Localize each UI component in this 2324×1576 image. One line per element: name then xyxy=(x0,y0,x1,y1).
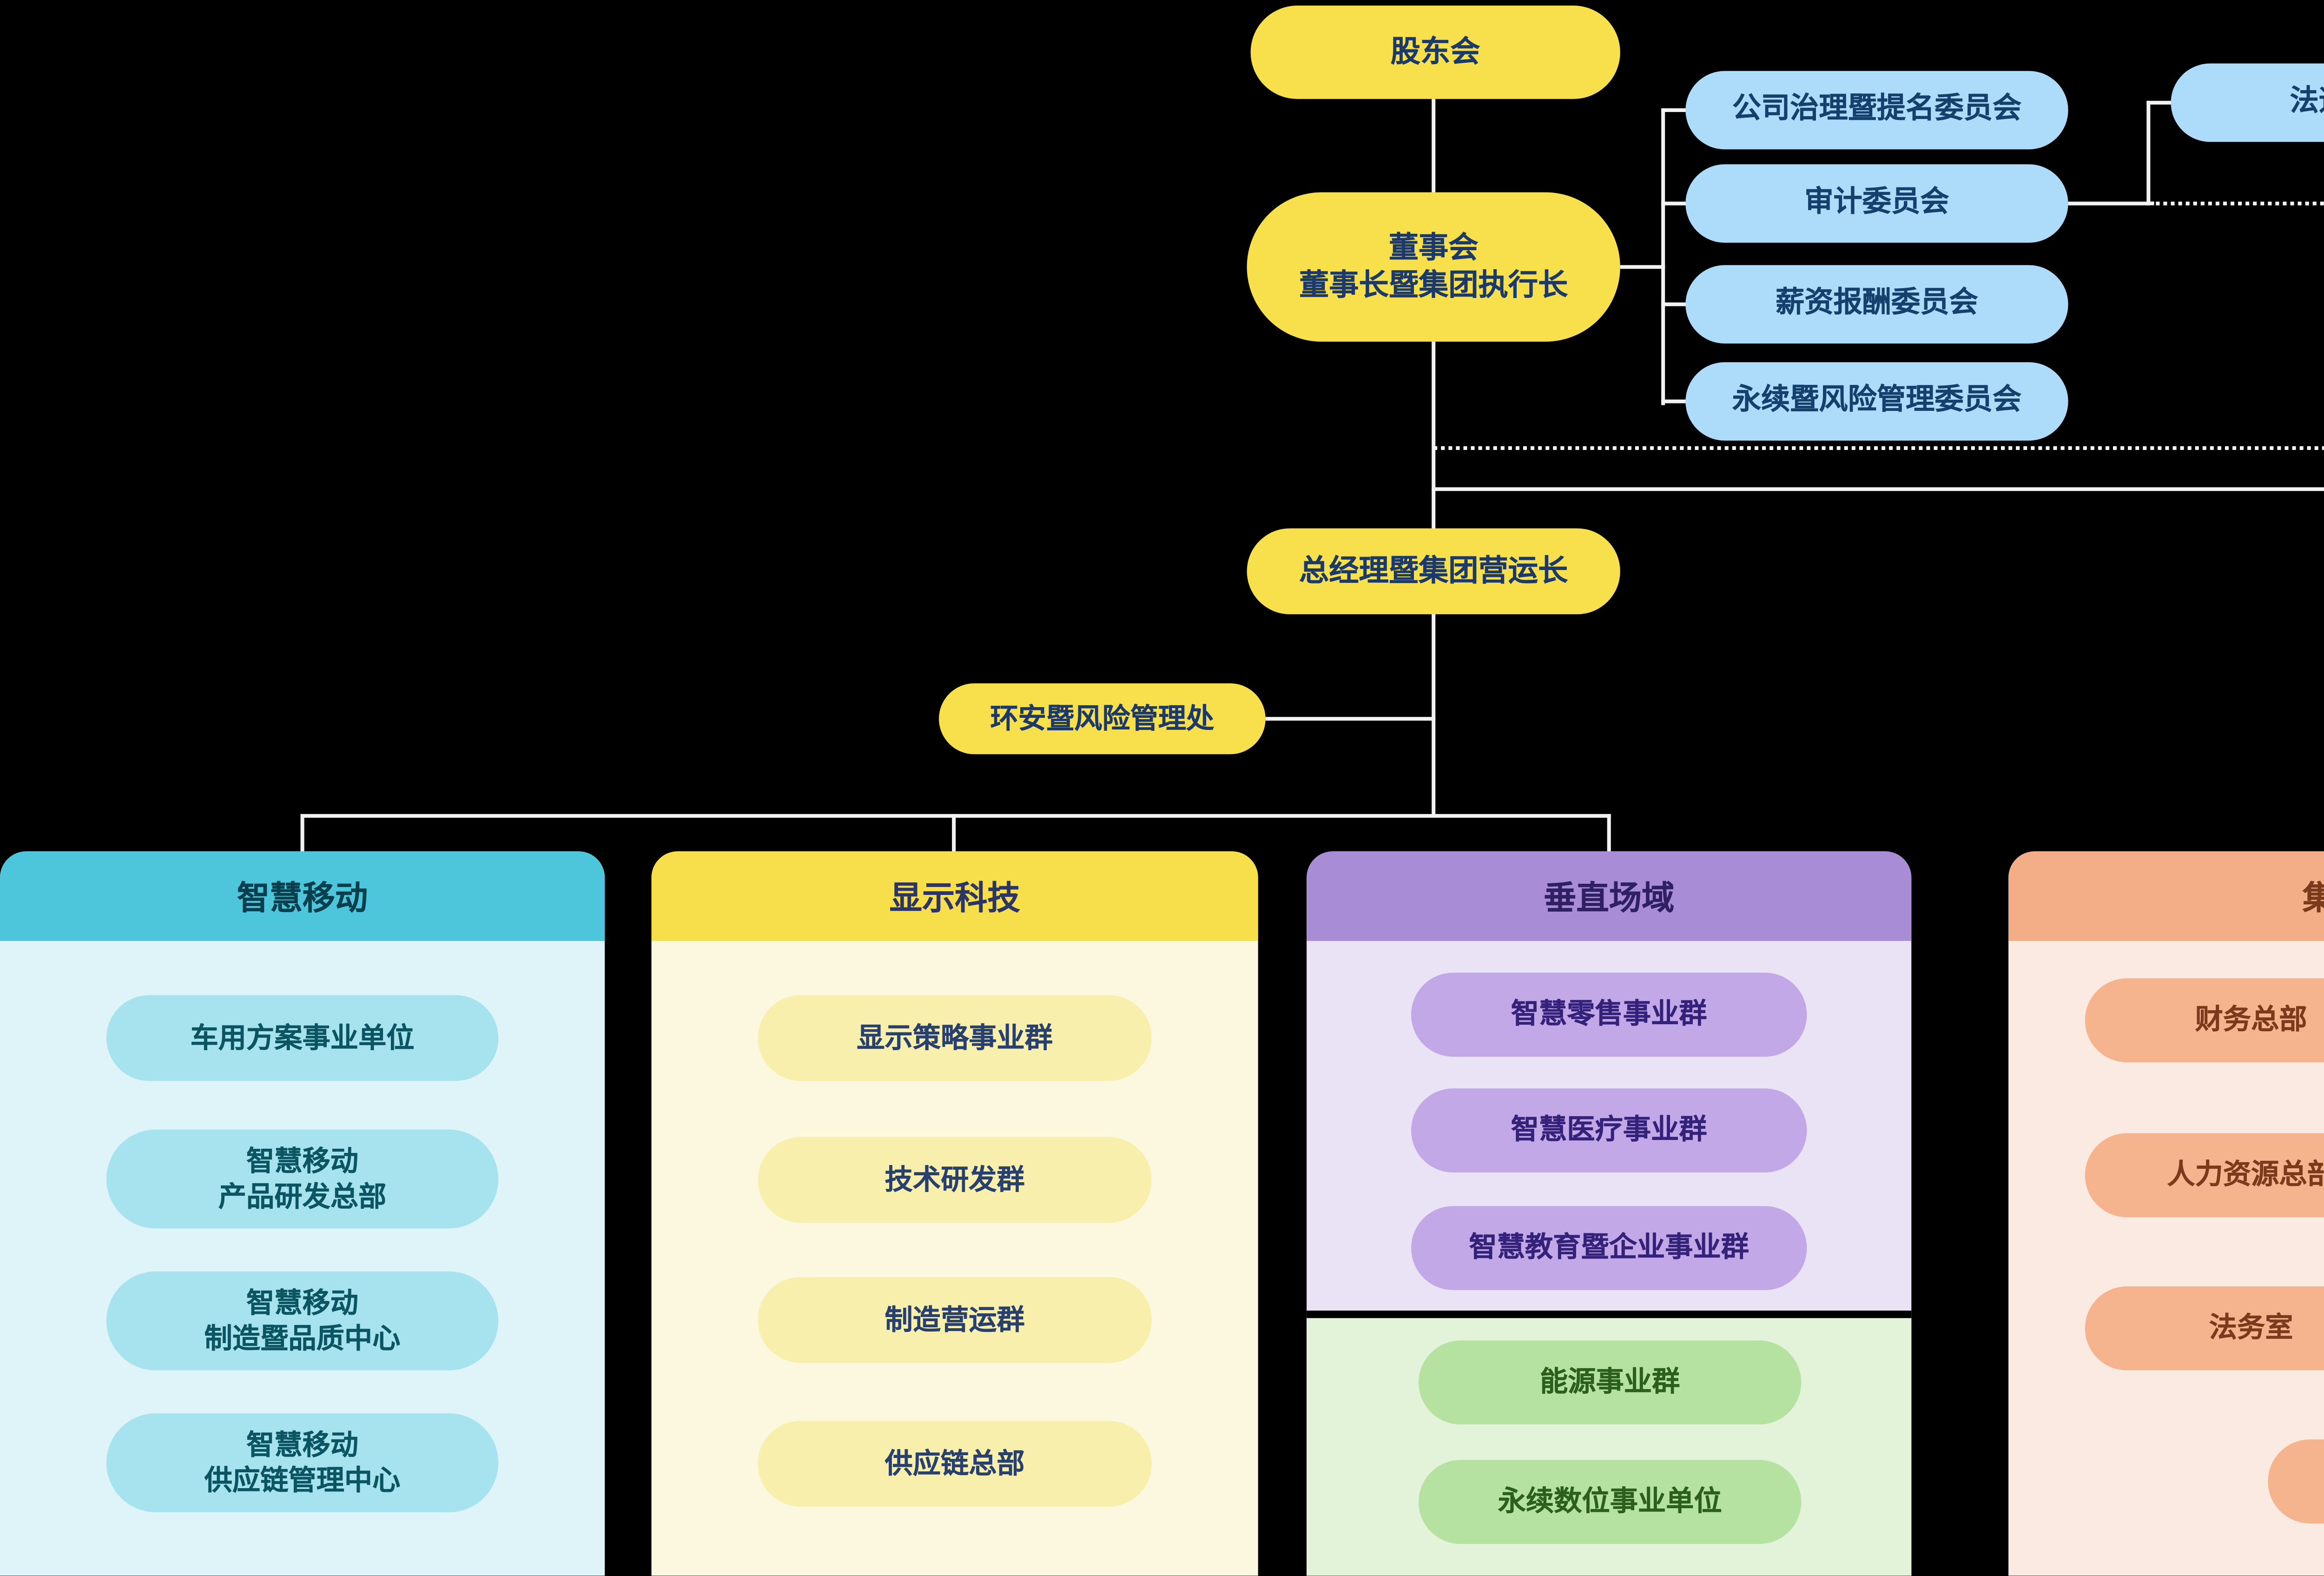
unit-automotive-solutions: 车用方案事业单位 xyxy=(106,995,499,1081)
node-chief-compliance: 法遵总顾问 xyxy=(2171,63,2324,142)
unit-smart-education-enterprise-group: 智慧教育暨企业事业群 xyxy=(1411,1206,1807,1290)
node-board: 董事会 董事长暨集团执行长 xyxy=(1247,192,1620,342)
node-committee-governance: 公司治理暨提名委员会 xyxy=(1685,71,2068,150)
unit-finance-hq: 财务总部 xyxy=(2085,978,2324,1063)
node-committee-compensation: 薪资报酬委员会 xyxy=(1685,265,2068,344)
column-vertical-domain-header: 垂直场域 xyxy=(1307,851,1912,941)
column-smart-mobility: 智慧移动 车用方案事业单位 智慧移动 产品研发总部 智慧移动 制造暨品质中心 智… xyxy=(0,851,605,1576)
node-president: 总经理暨集团营运长 xyxy=(1247,528,1620,615)
connector-line xyxy=(1661,302,1688,307)
connector-line xyxy=(952,814,956,855)
unit-mobility-supply-chain-center: 智慧移动 供应链管理中心 xyxy=(106,1413,499,1512)
unit-hr-hq: 人力资源总部 xyxy=(2085,1133,2324,1218)
connector-line-dotted xyxy=(1433,446,2324,450)
unit-supply-chain-hq: 供应链总部 xyxy=(758,1421,1152,1507)
connector-line xyxy=(1661,201,1688,206)
node-shareholders: 股东会 xyxy=(1250,6,1620,99)
unit-energy-group: 能源事业群 xyxy=(1419,1340,1802,1425)
column-vertical-domain: 垂直场域 智慧零售事业群 智慧医疗事业群 智慧教育暨企业事业群 能源事业群 永续… xyxy=(1307,851,1912,1576)
node-committee-sustainability: 永续暨风险管理委员会 xyxy=(1685,362,2068,441)
column-display-tech-header: 显示科技 xyxy=(651,851,1258,941)
connector-line xyxy=(1432,487,2324,491)
unit-mobility-rnd-hq: 智慧移动 产品研发总部 xyxy=(106,1129,499,1229)
unit-sustainable-digital-unit: 永续数位事业单位 xyxy=(1419,1460,1802,1544)
connector-line xyxy=(1620,265,1665,270)
unit-mfg-operations-group: 制造营运群 xyxy=(758,1277,1152,1363)
unit-legal-office: 法务室 xyxy=(2085,1286,2324,1371)
connector-line xyxy=(300,814,305,855)
node-ehs-risk: 环安暨风险管理处 xyxy=(938,683,1266,755)
node-committee-audit: 审计委员会 xyxy=(1685,164,2068,243)
connector-line xyxy=(1661,108,1665,405)
connector-line xyxy=(1265,717,1436,721)
unit-display-strategy-group: 显示策略事业群 xyxy=(758,995,1152,1081)
unit-mobility-mfg-quality-center: 智慧移动 制造暨品质中心 xyxy=(106,1271,499,1371)
connector-line xyxy=(1607,814,1611,855)
column-display-tech: 显示科技 显示策略事业群 技术研发群 制造营运群 供应链总部 xyxy=(651,851,1258,1576)
connector-line xyxy=(2146,100,2173,105)
connector-line xyxy=(2146,100,2151,205)
unit-smart-retail-group: 智慧零售事业群 xyxy=(1411,973,1807,1057)
connector-line xyxy=(1432,99,1436,192)
connector-line xyxy=(1661,108,1688,113)
connector-line-dotted xyxy=(2150,201,2324,205)
column-group-support: 集团营运支援单位 财务总部 数位技术发展总部 人力资源总部 永续发展总部 法务室… xyxy=(2008,851,2324,1576)
unit-tech-rnd-group: 技术研发群 xyxy=(758,1137,1152,1223)
column-group-support-header: 集团营运支援单位 xyxy=(2008,851,2324,941)
connector-line xyxy=(1661,399,1688,404)
unit-audit-office: 稽核管理处 xyxy=(2268,1439,2324,1523)
unit-smart-medical-group: 智慧医疗事业群 xyxy=(1411,1088,1807,1172)
column-smart-mobility-header: 智慧移动 xyxy=(0,851,605,941)
connector-line xyxy=(2068,201,2151,206)
